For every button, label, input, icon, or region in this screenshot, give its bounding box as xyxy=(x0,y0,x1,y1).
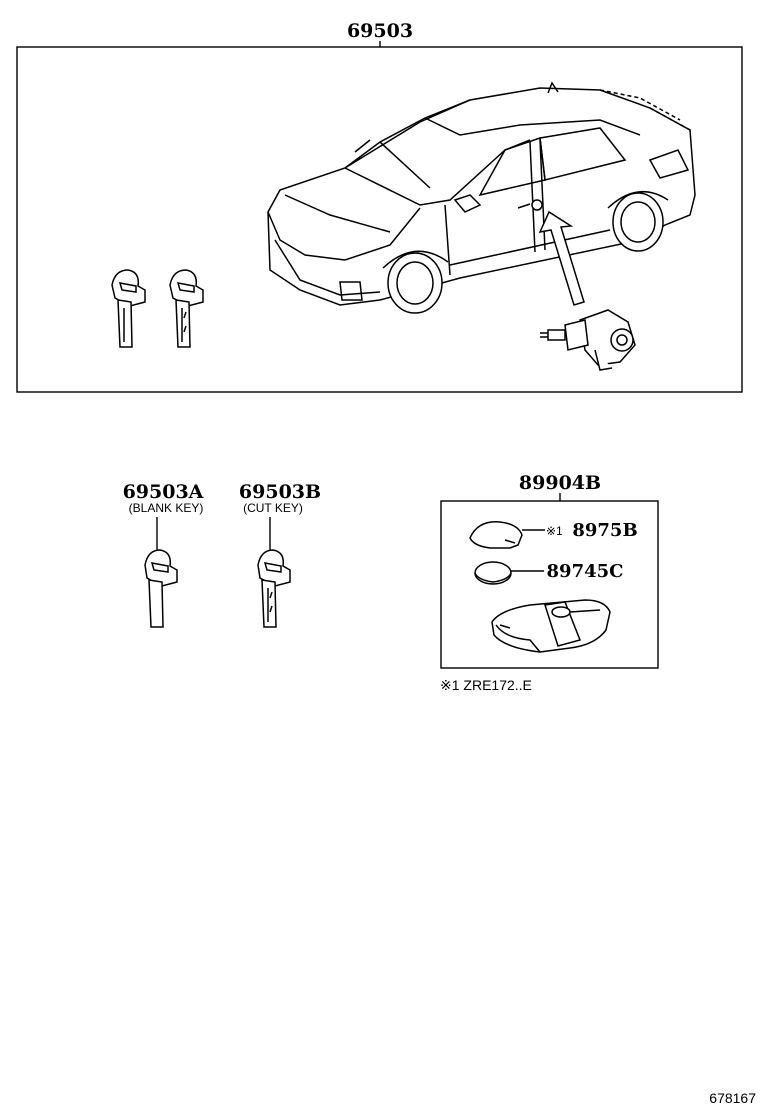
cut-key-description: (CUT KEY) xyxy=(243,501,303,515)
assembly-frame xyxy=(16,46,743,393)
footnote: ※1 ZRE172..E xyxy=(440,677,532,693)
assembly-group: 69503 xyxy=(16,20,743,393)
illustration-number: 678167 xyxy=(709,1090,756,1106)
cover-note-marker: ※1 xyxy=(546,524,563,538)
location-arrow xyxy=(538,210,585,306)
key-cover-illustration xyxy=(469,521,523,549)
battery-part-number[interactable]: 89745C xyxy=(547,561,624,582)
blank-key-part-number[interactable]: 69503A xyxy=(123,481,204,503)
smart-key-part-number[interactable]: 89904B xyxy=(519,472,601,494)
smart-key-frame xyxy=(440,500,659,669)
key-illustration-left xyxy=(111,269,146,348)
assembly-part-number[interactable]: 69503 xyxy=(347,20,413,42)
blank-key-group: 69503A (BLANK KEY) xyxy=(123,481,204,628)
cover-part-number[interactable]: 8975B xyxy=(572,520,637,541)
key-illustration-right xyxy=(169,269,204,348)
cut-key-part-number[interactable]: 69503B xyxy=(239,481,321,503)
key-fob-illustration xyxy=(491,599,611,653)
cut-key-illustration xyxy=(257,549,291,628)
blank-key-illustration xyxy=(144,549,178,628)
cut-key-group: 69503B (CUT KEY) xyxy=(239,481,321,628)
door-lock-cylinder xyxy=(540,309,636,371)
blank-key-description: (BLANK KEY) xyxy=(129,501,204,515)
car-illustration xyxy=(267,81,696,314)
smart-key-group: 89904B ※1 8975B 89745C xyxy=(440,472,659,669)
battery-illustration xyxy=(474,561,512,585)
